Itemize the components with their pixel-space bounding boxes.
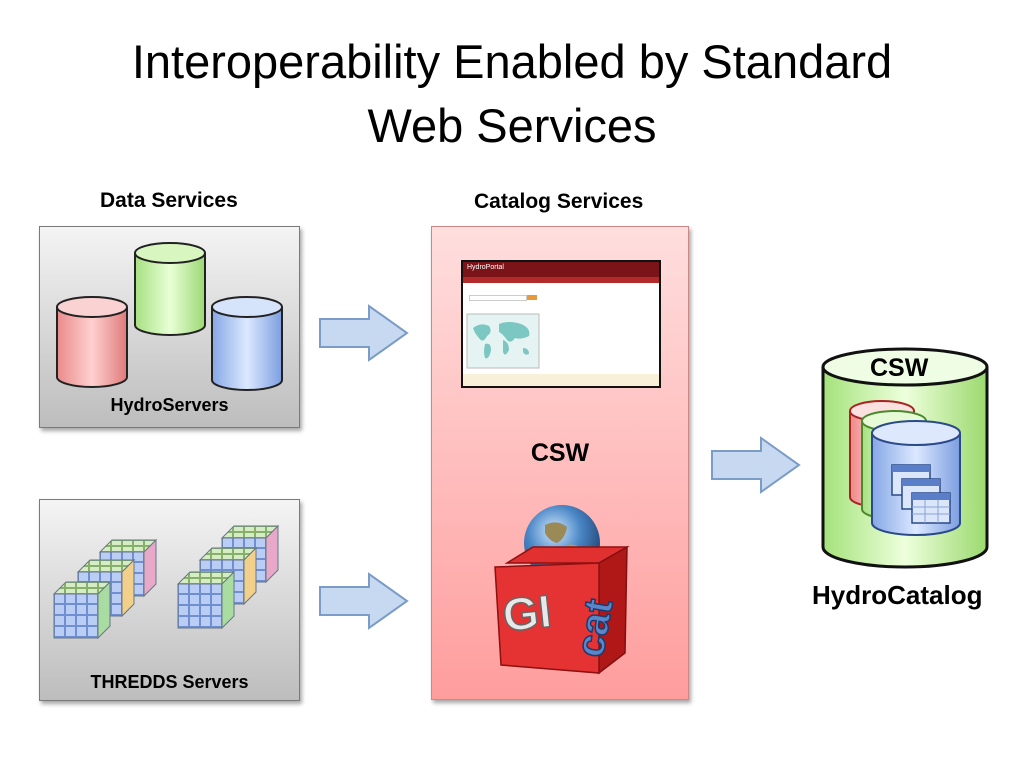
catalog-services-panel: HydroPortal CSW <box>431 226 689 700</box>
slide-title: Interoperability Enabled by Standard Web… <box>0 30 1024 158</box>
red-database-icon <box>56 296 128 388</box>
gicat-gi-text: GI <box>500 585 554 642</box>
portal-header-bar: HydroPortal <box>463 262 659 277</box>
portal-search-box <box>469 295 527 301</box>
data-services-heading: Data Services <box>100 189 238 212</box>
thredds-label: THREDDS Servers <box>90 672 249 692</box>
hydrocatalog-cylinder <box>821 347 989 569</box>
green-database-icon <box>134 242 206 336</box>
thredds-panel: THREDDS Servers <box>39 499 300 701</box>
cube-stack-right <box>176 524 280 630</box>
portal-footer-bar <box>463 374 659 386</box>
title-line-2: Web Services <box>367 99 657 152</box>
blue-database-icon <box>211 296 283 391</box>
portal-site-name: HydroPortal <box>467 264 504 271</box>
cube-stack-left <box>52 538 158 640</box>
arrow-thredds-to-catalog <box>319 572 409 630</box>
gicat-logo: GI cat <box>494 505 630 675</box>
database-cylinders-graphic <box>56 242 283 391</box>
catalog-csw-label: CSW <box>530 439 590 467</box>
arrow-catalog-to-hydrocatalog <box>711 436 801 494</box>
red-box-icon <box>494 545 630 675</box>
hydrocatalog-csw-label: CSW <box>870 354 929 382</box>
hydroportal-screenshot: HydroPortal <box>461 260 661 388</box>
catalog-services-heading: Catalog Services <box>474 190 644 213</box>
world-map-thumbnail <box>466 313 540 369</box>
data-cubes-graphic <box>52 524 280 640</box>
portal-search-button <box>527 295 537 300</box>
title-line-1: Interoperability Enabled by Standard <box>131 35 893 88</box>
gicat-cat-text: cat <box>568 596 621 661</box>
data-tables-icon <box>891 464 951 524</box>
arrow-hydroservers-to-catalog <box>319 304 409 362</box>
hydroservers-panel: HydroServers <box>39 226 300 428</box>
hydrocatalog-label: HydroCatalog <box>812 580 983 610</box>
hydroservers-label: HydroServers <box>110 395 229 415</box>
portal-nav-bar <box>463 277 659 283</box>
